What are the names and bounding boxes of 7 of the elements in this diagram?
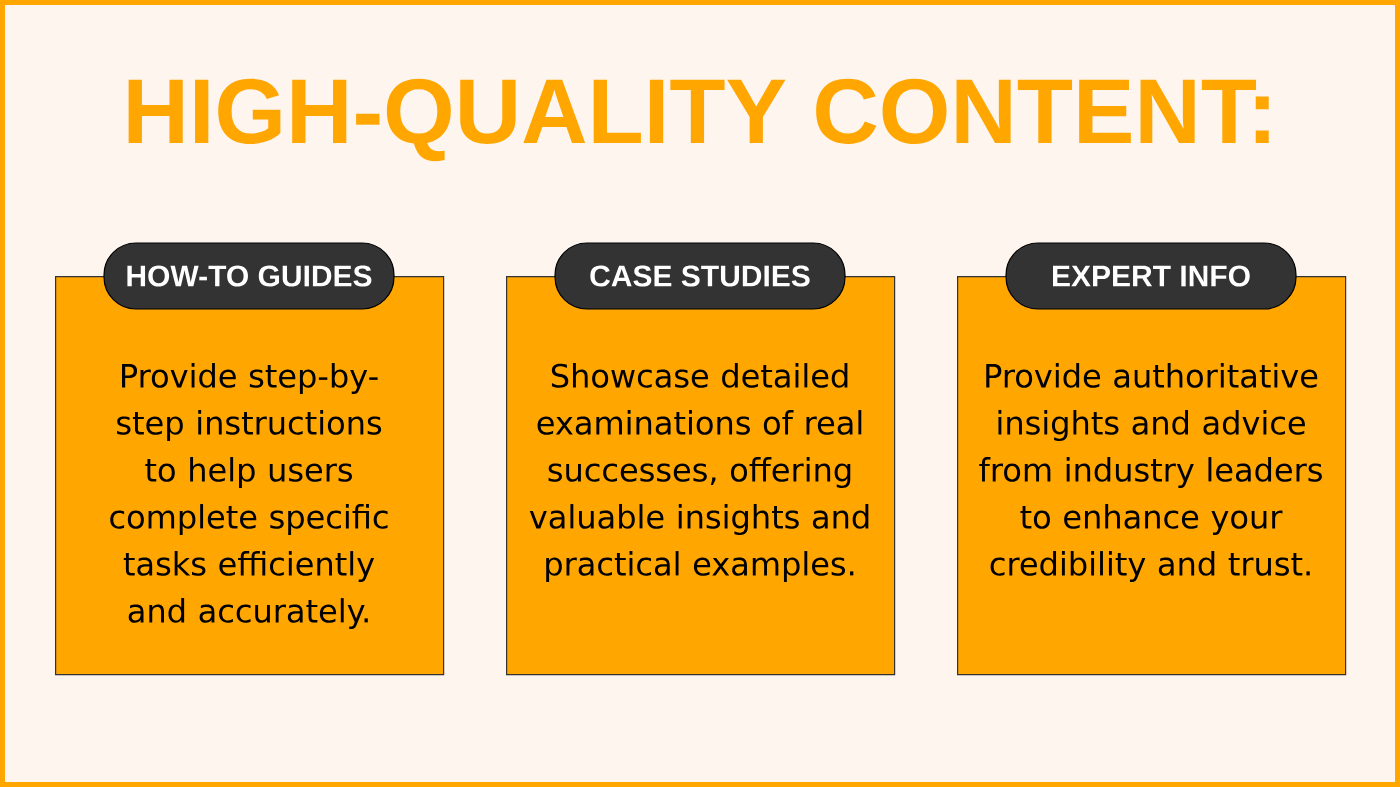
description: Provide step-by-step instructions to help users complete specific tasks efficiently and accurately. [110,363,388,630]
title: HIGH-QUALITY CONTENT: [128,78,1269,162]
heading-pill: HOW-TO GUIDES [103,242,395,310]
heading-pill: EXPERT INFO [1005,242,1297,310]
description: Provide authoritative insights and advice from industry leaders to enhance your credibility and trust. [979,363,1322,583]
heading-pill: CASE STUDIES [554,242,846,310]
description: Showcase detailed examinations of real successes, offering valuable insights and practical examples. [529,363,869,583]
